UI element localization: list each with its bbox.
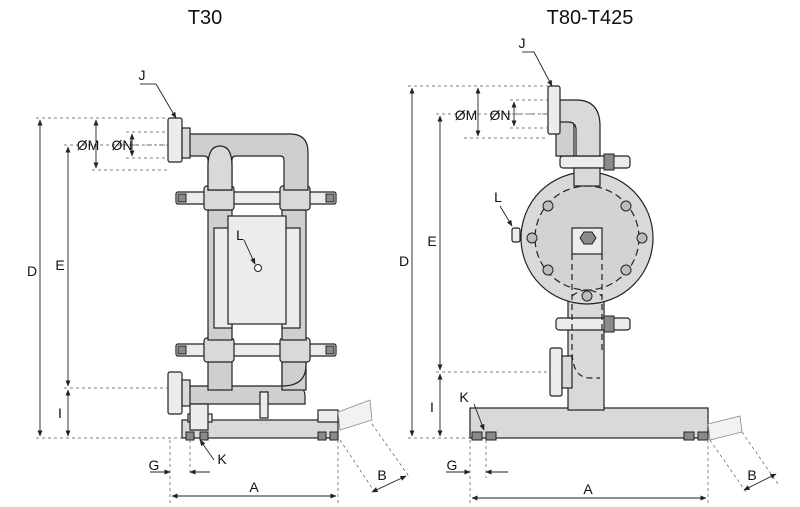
t80-t425-title: T80-T425 <box>547 7 634 29</box>
t30-inlet-flange <box>167 117 183 163</box>
t30-base-plate <box>181 419 339 439</box>
t30-label-g: G <box>149 457 160 473</box>
t30-pump-drawing <box>167 117 373 441</box>
t30-label-b: B <box>377 467 386 483</box>
t80-label-d: D <box>399 253 409 269</box>
t30-label-i: I <box>58 405 62 421</box>
t80-label-m: ØM <box>455 107 478 123</box>
t30-title: T30 <box>188 7 222 29</box>
t80-outlet-flange <box>549 347 563 397</box>
t30-label-m: ØM <box>77 137 100 153</box>
t80-label-n: ØN <box>490 107 511 123</box>
t80-t425-pump-drawing <box>469 85 743 441</box>
t80-label-i: I <box>430 399 434 415</box>
t30-label-a: A <box>249 479 259 495</box>
t80-label-l: L <box>494 189 502 205</box>
t30-label-l: L <box>236 227 244 243</box>
t80-label-b: B <box>747 467 756 483</box>
t80-dimensions <box>408 51 779 505</box>
t80-label-g: G <box>447 457 458 473</box>
t30-label-j: J <box>139 67 146 83</box>
t80-inlet-flange <box>547 85 561 135</box>
t30-label-k: K <box>217 451 227 467</box>
t30-label-d: D <box>27 263 37 279</box>
t30-outlet-flange <box>167 371 183 415</box>
t80-label-k: K <box>459 389 469 405</box>
t30-label-n: ØN <box>112 137 133 153</box>
t80-label-a: A <box>583 481 593 497</box>
t30-dimensions <box>36 83 411 505</box>
t30-label-e: E <box>55 257 64 273</box>
t80-label-e: E <box>427 233 436 249</box>
t80-base-plate <box>469 407 709 439</box>
t80-label-j: J <box>519 35 526 51</box>
